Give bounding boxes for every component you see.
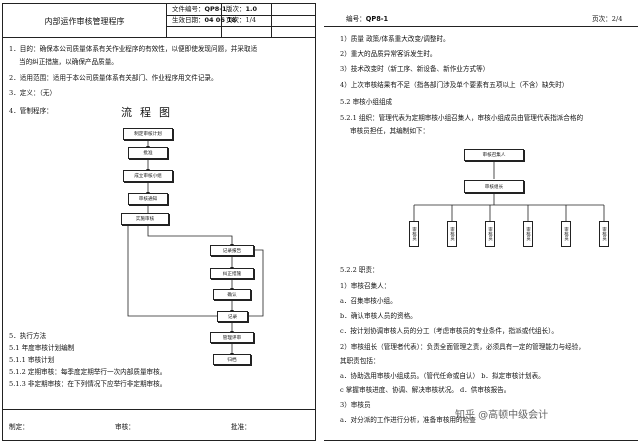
reviewed-by-label: 审核：	[115, 423, 135, 431]
right-page-header: 编号：QP8-1 页次：2/4	[324, 3, 638, 27]
section-5-1: 5.1 年度审核计划编制	[9, 344, 75, 352]
org-auditor-4: 审核员	[523, 221, 533, 247]
flow-step-archive: 归档	[213, 354, 251, 365]
condition-4: 4）上次审核结果有不足（指各部门涉及单个要素有五项以上（不含）缺失时）	[340, 81, 569, 89]
right-document-page: 编号：QP8-1 页次：2/4 1）质量 政策/体系重大改变/调整时。 2）重大…	[324, 3, 638, 441]
org-auditor-6: 审核员	[599, 221, 609, 247]
role-team-leader-line-2: 其职责包括：	[340, 357, 380, 365]
scope-text: 2．适用范围：适用于本公司质量体系有关部门、作业程序用文件记录。	[9, 74, 218, 82]
watermark-text: 知乎 @高顿中级会计	[455, 410, 549, 421]
effective-date-label: 生效日期：	[172, 16, 205, 24]
convener-duty-a: a．召集审核小组。	[340, 297, 397, 305]
flow-step-record: 记录	[217, 311, 248, 322]
flow-step-notice: 审核通知	[128, 193, 168, 205]
org-auditor-2: 审核员	[447, 221, 457, 247]
role-team-leader-line-1: 2）审核组长（管理者代表）：负责全面管理之责，必须具有一定的管理能力与经验，	[340, 343, 585, 351]
code-label: 编号：	[346, 15, 366, 23]
purpose-line-2: 当的纠正措施，以确保产品质量。	[19, 58, 118, 66]
version-label: 版次：	[226, 5, 246, 13]
section-5-1-3: 5.1.3 非定期审核：在下列情况下应举行非定期审核。	[9, 380, 167, 388]
section-5-2: 5.2 审核小组组成	[340, 98, 393, 106]
document-title: 内部运作审核管理程序	[3, 4, 167, 38]
effective-date-value: 04 06 18	[204, 16, 237, 24]
control-procedure-text: 4．管制程序：	[9, 107, 53, 115]
flowchart-title: 流程图	[121, 106, 178, 119]
flow-step-review: 管理评审	[210, 332, 254, 343]
made-by-label: 制定：	[9, 423, 29, 431]
flow-step-implement: 实施审核	[121, 213, 169, 225]
signature-footer: 制定： 审核： 批准：	[3, 409, 315, 440]
flow-step-corrective: 纠正措施	[210, 268, 254, 279]
flow-step-plan: 制定审核计划	[123, 128, 173, 140]
org-auditor-1: 审核员	[409, 221, 419, 247]
left-document-page: 内部运作审核管理程序 文件编号：QP8-1 版次：1.0 生效日期：04 06 …	[2, 3, 316, 441]
flow-step-confirm: 确认	[213, 289, 251, 300]
convener-duty-c: c．按计划协调审核人员的分工（考虑审核员的专业条件，指派或代组长）。	[340, 327, 558, 335]
flow-step-team: 成立审核小组	[123, 170, 173, 182]
page-value: 1/4	[245, 16, 256, 24]
flow-step-report: 记录报告	[210, 245, 254, 256]
role-auditor: 3）审核员	[340, 401, 371, 409]
right-page-label: 页次：	[592, 15, 612, 23]
condition-1: 1）质量 政策/体系重大改变/调整时。	[340, 35, 450, 43]
condition-3: 3）技术改变时（新工序、新设备、新作业方式等）	[340, 65, 490, 73]
org-chart-connectors	[413, 161, 605, 221]
definition-text: 3．定义：（无）	[9, 89, 57, 97]
approved-by-label: 批准：	[231, 423, 251, 431]
convener-duty-b: b．确认审核人员的资格。	[340, 312, 417, 320]
section-5-2-2: 5.2.2 职责：	[340, 266, 379, 274]
version-value: 1.0	[245, 5, 258, 13]
doc-number-label: 文件编号：	[172, 5, 205, 13]
page-label: 页次：	[226, 16, 246, 24]
section-5-2-1-line-1: 5.2.1 组织：管理代表为定期审核小组召集人，审核小组成员由管理代表指派合格的	[340, 114, 584, 122]
condition-2: 2）重大的品质异常客诉发生时。	[340, 50, 437, 58]
org-auditor-3: 审核员	[485, 221, 495, 247]
org-team-leader: 审核组长	[464, 180, 524, 193]
leader-duty-c-d: c 掌握审核进度、协调、解决审核状况。 d．供审核报告。	[340, 386, 511, 394]
org-convener: 审核召集人	[464, 149, 524, 161]
right-page-value: 2/4	[611, 15, 623, 23]
leader-duty-a-b: a．协助选用审核小组成员。（管代任命或自认） b．拟定审核计划表。	[340, 372, 545, 380]
org-auditor-5: 审核员	[561, 221, 571, 247]
section-5-1-1: 5.1.1 审核计划	[9, 356, 55, 364]
section-5-1-2: 5.1.2 定期审核：每季度定期举行一次内部质量审核。	[9, 368, 167, 376]
purpose-line-1: 1．目的：确保本公司质量体系有关作业程序的有效性，以便即使发现问题，并采取适	[9, 45, 258, 53]
doc-number-value: QP8-1	[204, 5, 227, 13]
code-value: QP8-1	[365, 15, 389, 23]
flow-step-approve: 批准	[128, 147, 168, 159]
document-header-table: 内部运作审核管理程序 文件编号：QP8-1 版次：1.0 生效日期：04 06 …	[3, 4, 315, 38]
auditor-duty-a: a．对分派的工作进行分析，准备审核用的检查	[340, 416, 476, 424]
section-5-2-1-line-2: 审核员担任，其编制如下：	[350, 127, 430, 135]
execution-heading: 5．执行方法	[9, 332, 47, 340]
role-convener: 1）审核召集人：	[340, 282, 391, 290]
